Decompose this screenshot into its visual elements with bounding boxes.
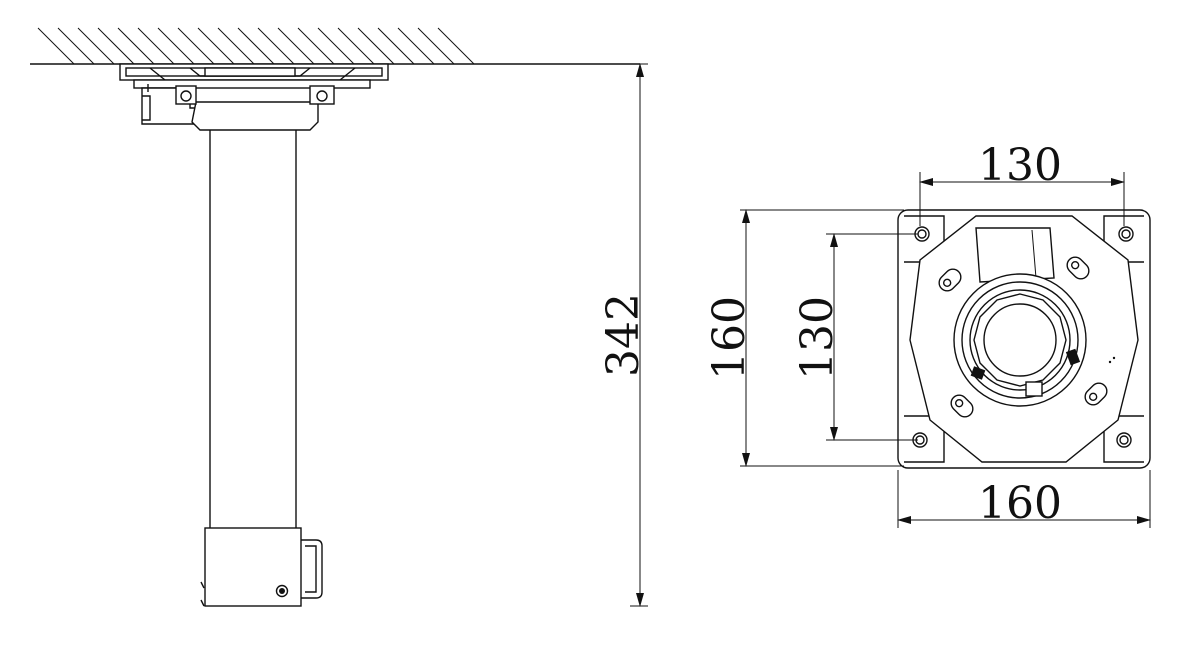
dimension-top-130: 130 — [919, 140, 1125, 226]
hatch-line — [117, 27, 155, 65]
hatch-line — [357, 27, 395, 65]
hatch-line — [437, 27, 475, 65]
hatch-line — [277, 27, 315, 65]
ceiling-mount-plate — [119, 63, 389, 131]
hatch-line — [257, 27, 295, 65]
hatch-line — [37, 27, 75, 65]
hatch-line — [137, 27, 175, 65]
dimension-342-label: 342 — [598, 293, 649, 377]
hatch-line — [377, 27, 415, 65]
dimension-left-160: 160 — [704, 209, 904, 467]
hatch-line — [217, 27, 255, 65]
hatch-line — [57, 27, 95, 65]
hatch-line — [237, 27, 275, 65]
dimension-130-left-label: 130 — [792, 296, 843, 380]
slotted-holes — [938, 256, 1108, 418]
hatch-line — [337, 27, 375, 65]
hatch-line — [197, 27, 235, 65]
pole — [209, 130, 297, 528]
hatch-line — [97, 27, 135, 65]
bracket-tab — [975, 227, 1055, 283]
dimension-bottom-160: 160 — [897, 470, 1151, 529]
hatch-line — [157, 27, 195, 65]
hatch-line — [317, 27, 355, 65]
top-view: 130 160 160 130 — [704, 140, 1151, 529]
side-view: 342 — [30, 27, 649, 607]
hatch-line — [397, 27, 435, 65]
hatch-line — [417, 27, 455, 65]
dimension-left-130: 130 — [792, 233, 918, 441]
hatch-line — [297, 27, 335, 65]
dimension-160-bottom-label: 160 — [978, 478, 1062, 529]
hatch-line — [77, 27, 115, 65]
dimension-130-top-label: 130 — [978, 140, 1062, 191]
ceiling-hatch — [30, 27, 640, 65]
dimension-height: 342 — [598, 63, 649, 607]
center-ring — [953, 273, 1116, 407]
dimension-160-left-label: 160 — [704, 296, 755, 380]
bottom-sleeve — [200, 527, 323, 607]
hatch-line — [177, 27, 215, 65]
